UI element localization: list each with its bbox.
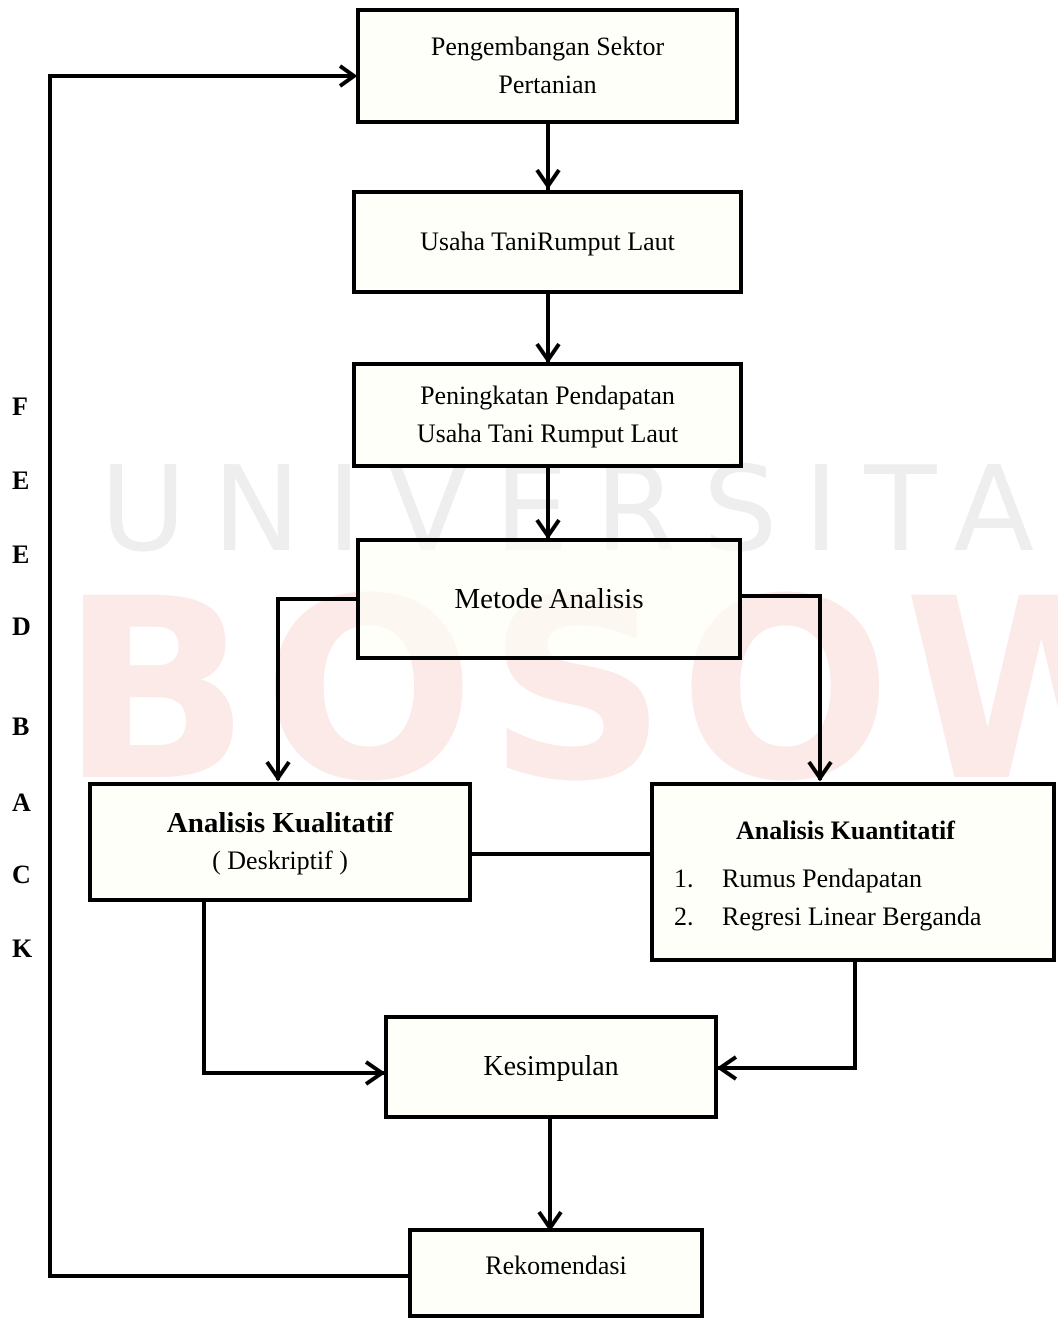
feedback-loop-line — [48, 74, 410, 1278]
node-kualitatif-subtitle: ( Deskriptif ) — [212, 846, 348, 875]
node-pengembangan-sektor: Pengembangan Sektor Pertanian — [356, 8, 739, 124]
node-pengembangan-sektor-line1: Pengembangan Sektor — [430, 32, 665, 61]
side-letter: D — [12, 612, 31, 641]
kuantitatif-item: 1. Rumus Pendapatan — [674, 860, 922, 898]
node-peningkatan-line1: Peningkatan Pendapatan — [420, 381, 675, 410]
kuantitatif-item: 2. Regresi Linear Berganda — [674, 898, 981, 936]
node-kuantitatif-title: Analisis Kuantitatif — [736, 816, 955, 845]
side-letter: B — [12, 712, 30, 741]
feedback-arrowhead — [338, 64, 358, 88]
node-metode-analisis: Metode Analisis — [356, 538, 742, 660]
node-kesimpulan-text: Kesimpulan — [483, 1051, 619, 1082]
node-pengembangan-sektor-line2: Pertanian — [498, 70, 597, 99]
node-analisis-kualitatif: Analisis Kualitatif ( Deskriptif ) — [88, 782, 472, 902]
node-peningkatan-line2: Usaha Tani Rumput Laut — [416, 419, 679, 448]
node-peningkatan-pendapatan: Peningkatan Pendapatan Usaha Tani Rumput… — [352, 362, 743, 468]
kuantitatif-item-text: Rumus Pendapatan — [722, 864, 923, 893]
side-letter: C — [12, 860, 31, 889]
node-kesimpulan: Kesimpulan — [384, 1015, 718, 1119]
kuantitatif-item-text: Regresi Linear Berganda — [722, 902, 982, 931]
node-metode-analisis-text: Metode Analisis — [454, 583, 644, 615]
node-kualitatif-title: Analisis Kualitatif — [166, 807, 394, 839]
side-letter: E — [12, 540, 30, 569]
arrow-metode-kualitatif — [276, 597, 358, 780]
node-rekomendasi-text: Rekomendasi — [485, 1251, 627, 1280]
arrow-kualitatif-kesimpulan — [202, 900, 384, 1075]
node-usaha-tani-text: Usaha TaniRumput Laut — [420, 227, 675, 256]
arrow-metode-kuantitatif — [740, 594, 822, 780]
kuantitatif-item-number: 1. — [674, 864, 694, 893]
node-rekomendasi: Rekomendasi — [408, 1228, 704, 1318]
arrow-kuantitatif-kesimpulan — [718, 960, 857, 1070]
side-letter: K — [12, 934, 33, 963]
side-letter: E — [12, 466, 30, 495]
node-analisis-kuantitatif: Analisis Kuantitatif 1. Rumus Pendapatan… — [650, 782, 1056, 962]
node-usaha-tani: Usaha TaniRumput Laut — [352, 190, 743, 294]
kuantitatif-item-number: 2. — [674, 902, 694, 931]
side-letter: A — [12, 788, 31, 817]
side-letter: F — [12, 392, 28, 421]
